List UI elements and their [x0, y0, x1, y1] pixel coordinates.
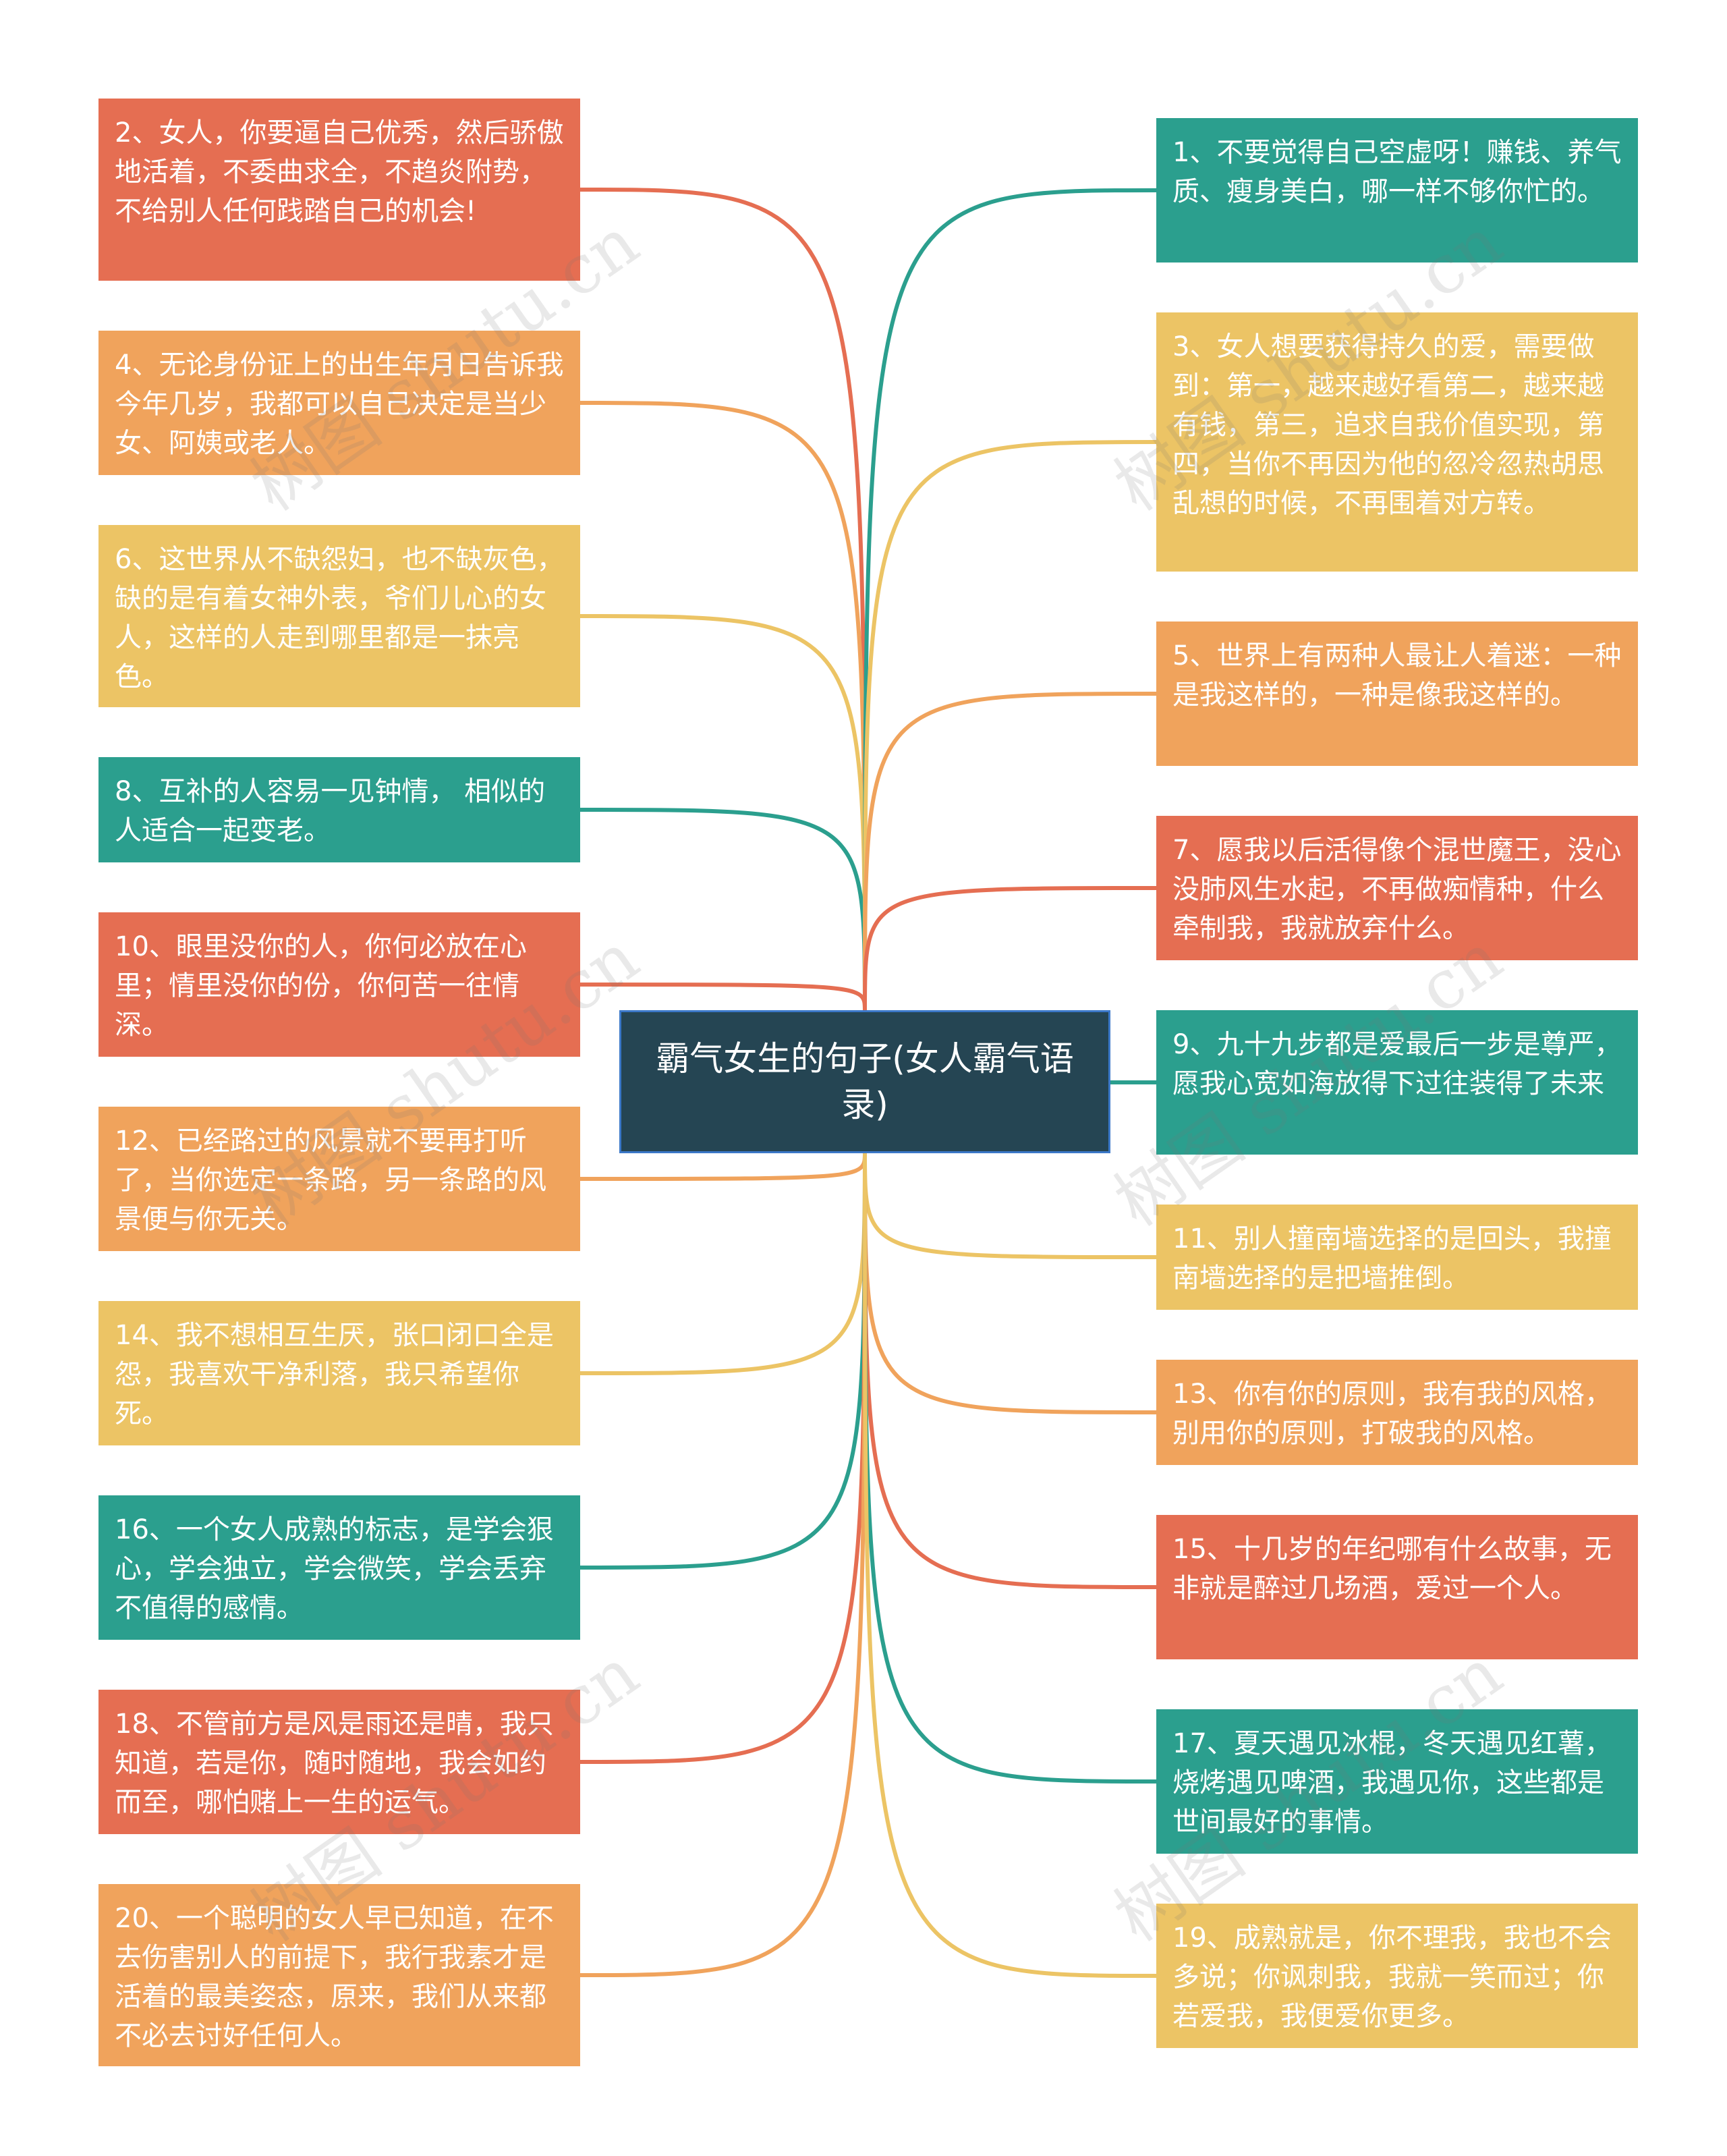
branch-node-11[interactable]: 11、别人撞南墙选择的是回头，我撞南墙选择的是把墙推倒。: [1156, 1205, 1638, 1310]
branch-node-text: 6、这世界从不缺怨妇，也不缺灰色，缺的是有着女神外表，爷们儿心的女人，这样的人走…: [115, 544, 564, 692]
branch-node-10[interactable]: 10、眼里没你的人，你何必放在心里；情里没你的份，你何苦一往情深。: [98, 912, 580, 1057]
branch-node-17[interactable]: 17、夏天遇见冰棍，冬天遇见红薯，烧烤遇见啤酒，我遇见你，这些都是世间最好的事情…: [1156, 1709, 1638, 1854]
branch-node-6[interactable]: 6、这世界从不缺怨妇，也不缺灰色，缺的是有着女神外表，爷们儿心的女人，这样的人走…: [98, 525, 580, 707]
connector-line: [579, 808, 867, 1011]
branch-node-text: 14、我不想相互生厌，张口闭口全是怨，我喜欢干净利落，我只希望你死。: [115, 1320, 554, 1429]
connector-line: [579, 1153, 867, 1181]
connector-line: [863, 440, 1157, 1011]
branch-node-13[interactable]: 13、你有你的原则，我有我的风格，别用你的原则，打破我的风格。: [1156, 1360, 1638, 1465]
branch-node-8[interactable]: 8、互补的人容易一见钟情， 相似的人适合一起变老。: [98, 757, 580, 862]
branch-node-text: 13、你有你的原则，我有我的风格，别用你的原则，打破我的风格。: [1172, 1379, 1612, 1449]
connector-line: [863, 1153, 1157, 1259]
branch-node-12[interactable]: 12、已经路过的风景就不要再打听了，当你选定一条路，另一条路的风景便与你无关。: [98, 1107, 580, 1251]
connector-line: [579, 188, 867, 1011]
branch-node-3[interactable]: 3、女人想要获得持久的爱，需要做到：第一，越来越好看第二，越来越有钱，第三，追求…: [1156, 312, 1638, 572]
branch-node-16[interactable]: 16、一个女人成熟的标志，是学会狠心，学会独立，学会微笑，学会丢弃不值得的感情。: [98, 1495, 580, 1640]
branch-node-text: 2、女人，你要逼自己优秀，然后骄傲地活着，不委曲求全，不趋炎附势，不给别人任何践…: [115, 117, 564, 227]
connector-line: [863, 1153, 1157, 1589]
branch-node-text: 7、愿我以后活得像个混世魔王，没心没肺风生水起，不再做痴情种，什么牵制我，我就放…: [1172, 835, 1622, 944]
branch-node-text: 8、互补的人容易一见钟情， 相似的人适合一起变老。: [115, 776, 546, 846]
connector-line: [863, 1153, 1157, 1978]
branch-node-text: 12、已经路过的风景就不要再打听了，当你选定一条路，另一条路的风景便与你无关。: [115, 1126, 546, 1235]
connector-line: [579, 1153, 867, 1570]
branch-node-18[interactable]: 18、不管前方是风是雨还是晴，我只知道，若是你，随时随地，我会如约而至，哪怕赌上…: [98, 1690, 580, 1834]
branch-node-text: 4、无论身份证上的出生年月日告诉我今年几岁，我都可以自己决定是当少女、阿姨或老人…: [115, 350, 564, 459]
branch-node-text: 3、女人想要获得持久的爱，需要做到：第一，越来越好看第二，越来越有钱，第三，追求…: [1172, 331, 1604, 519]
central-topic[interactable]: 霸气女生的句子(女人霸气语录): [619, 1010, 1110, 1153]
connector-line: [863, 1153, 1157, 1414]
branch-node-text: 17、夏天遇见冰棍，冬天遇见红薯，烧烤遇见啤酒，我遇见你，这些都是世间最好的事情…: [1172, 1728, 1612, 1837]
branch-node-text: 11、别人撞南墙选择的是回头，我撞南墙选择的是把墙推倒。: [1172, 1223, 1612, 1294]
connector-line: [863, 188, 1157, 1011]
connector-line: [579, 401, 867, 1011]
branch-node-1[interactable]: 1、不要觉得自己空虚呀！赚钱、养气质、瘦身美白，哪一样不够你忙的。: [1156, 118, 1638, 262]
connector-line: [863, 692, 1157, 1011]
connector-line: [863, 886, 1157, 1011]
branch-node-text: 5、世界上有两种人最让人着迷：一种是我这样的，一种是像我这样的。: [1172, 640, 1622, 711]
branch-node-text: 9、九十九步都是爱最后一步是尊严，愿我心宽如海放得下过往装得了未来: [1172, 1029, 1622, 1099]
branch-node-19[interactable]: 19、成熟就是，你不理我，我也不会多说；你讽刺我，我就一笑而过；你若爱我，我便爱…: [1156, 1904, 1638, 2048]
branch-node-4[interactable]: 4、无论身份证上的出生年月日告诉我今年几岁，我都可以自己决定是当少女、阿姨或老人…: [98, 331, 580, 475]
connector-line: [579, 983, 867, 1011]
branch-node-15[interactable]: 15、十几岁的年纪哪有什么故事，无非就是醉过几场酒，爱过一个人。: [1156, 1515, 1638, 1659]
branch-node-20[interactable]: 20、一个聪明的女人早已知道，在不去伤害别人的前提下，我行我素才是活着的最美姿态…: [98, 1884, 580, 2066]
connector-line: [579, 1153, 867, 1375]
branch-node-2[interactable]: 2、女人，你要逼自己优秀，然后骄傲地活着，不委曲求全，不趋炎附势，不给别人任何践…: [98, 99, 580, 281]
branch-node-text: 18、不管前方是风是雨还是晴，我只知道，若是你，随时随地，我会如约而至，哪怕赌上…: [115, 1709, 554, 1818]
branch-node-5[interactable]: 5、世界上有两种人最让人着迷：一种是我这样的，一种是像我这样的。: [1156, 621, 1638, 766]
branch-node-7[interactable]: 7、愿我以后活得像个混世魔王，没心没肺风生水起，不再做痴情种，什么牵制我，我就放…: [1156, 816, 1638, 960]
branch-node-text: 15、十几岁的年纪哪有什么故事，无非就是醉过几场酒，爱过一个人。: [1172, 1534, 1612, 1604]
branch-node-text: 10、眼里没你的人，你何必放在心里；情里没你的份，你何苦一往情深。: [115, 931, 527, 1041]
branch-node-text: 20、一个聪明的女人早已知道，在不去伤害别人的前提下，我行我素才是活着的最美姿态…: [115, 1903, 554, 2051]
branch-node-9[interactable]: 9、九十九步都是爱最后一步是尊严，愿我心宽如海放得下过往装得了未来: [1156, 1010, 1638, 1155]
central-topic-label: 霸气女生的句子(女人霸气语录): [656, 1039, 1074, 1124]
branch-node-text: 16、一个女人成熟的标志，是学会狠心，学会独立，学会微笑，学会丢弃不值得的感情。: [115, 1514, 554, 1624]
branch-node-text: 19、成熟就是，你不理我，我也不会多说；你讽刺我，我就一笑而过；你若爱我，我便爱…: [1172, 1923, 1612, 2032]
branch-node-text: 1、不要觉得自己空虚呀！赚钱、养气质、瘦身美白，哪一样不够你忙的。: [1172, 137, 1622, 207]
connector-line: [579, 1153, 867, 1764]
branch-node-14[interactable]: 14、我不想相互生厌，张口闭口全是怨，我喜欢干净利落，我只希望你死。: [98, 1301, 580, 1445]
